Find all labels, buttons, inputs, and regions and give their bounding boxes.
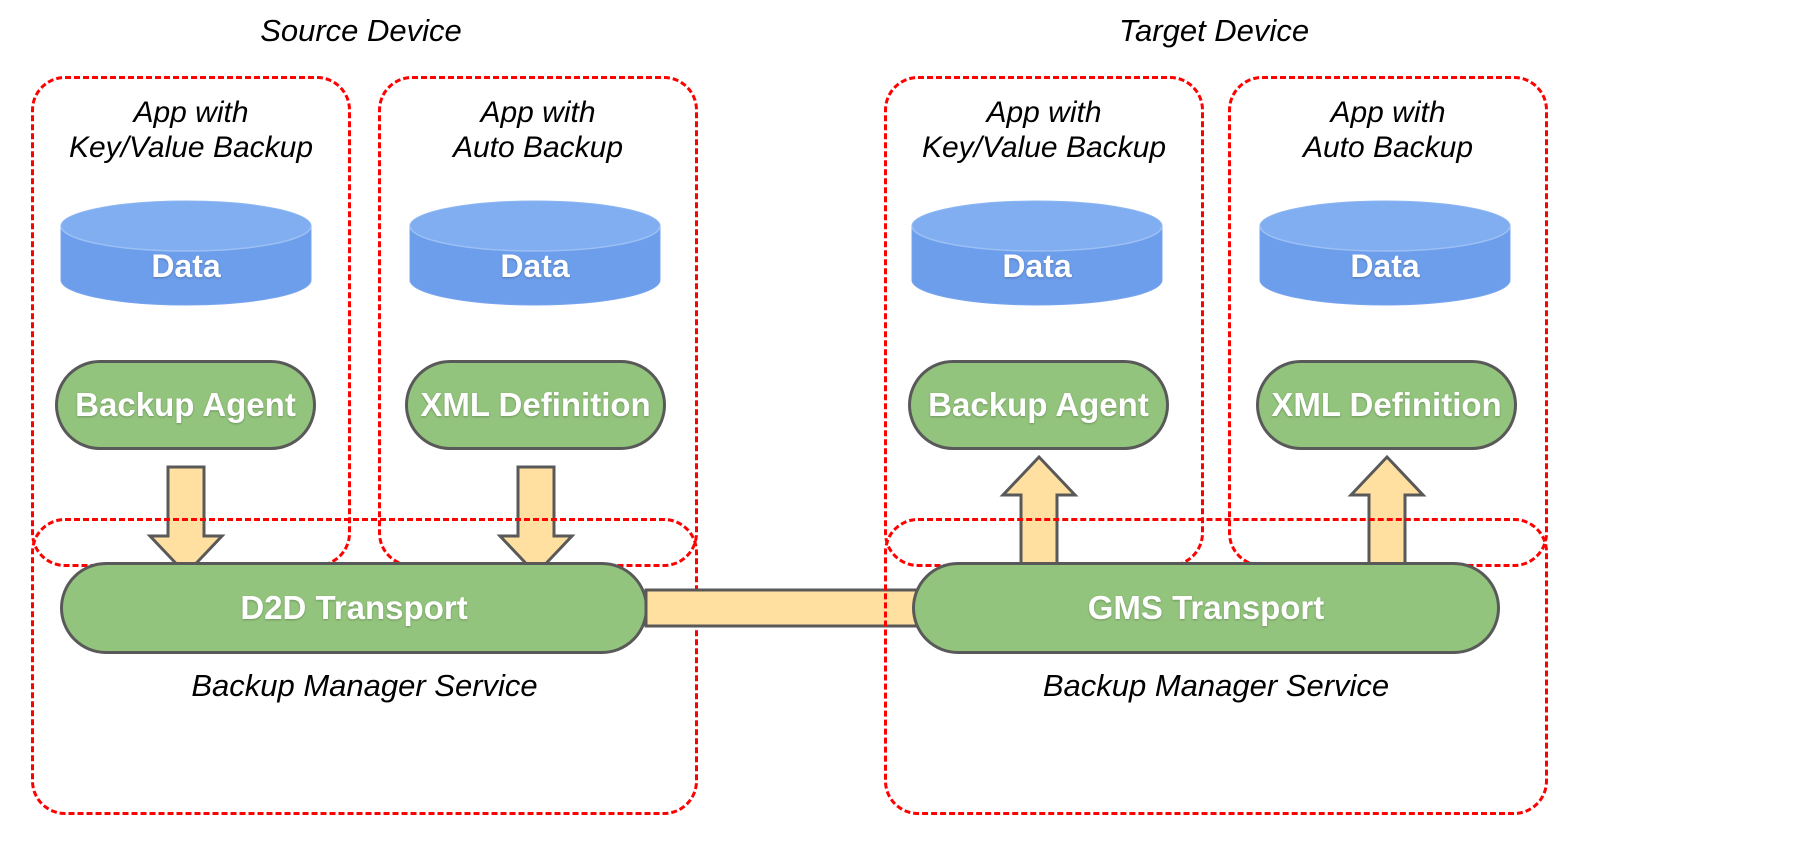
d2d-transport-label: D2D Transport — [240, 589, 468, 626]
target-backup-manager-service-container — [884, 518, 1548, 815]
source-app-autobackup-data-label: Data — [500, 248, 570, 284]
target-app-autobackup-component-label: XML Definition — [1271, 386, 1502, 423]
target-backup-manager-service-label: Backup Manager Service — [1042, 668, 1390, 703]
source-backup-manager-service-container — [31, 518, 698, 815]
app-title-line2: Auto Backup — [452, 130, 624, 164]
source-app-keyvalue-title-wrap: App with Key/Value Backup — [31, 96, 351, 165]
app-title-line1: App with — [986, 96, 1102, 129]
cylinder-database-icon — [409, 200, 661, 306]
app-title-line2: Key/Value Backup — [921, 130, 1167, 164]
source-app-autobackup-component: XML Definition — [405, 360, 666, 450]
target-app-autobackup-data-cylinder: Data — [1259, 200, 1511, 306]
source-app-keyvalue-data-label: Data — [151, 248, 221, 284]
app-title-line1: App with — [133, 96, 249, 129]
target-service-label-wrap: Backup Manager Service — [884, 668, 1548, 704]
source-backup-manager-service-label: Backup Manager Service — [191, 668, 538, 703]
source-service-label-wrap: Backup Manager Service — [31, 668, 698, 704]
source-app-keyvalue-title: App with Key/Value Backup — [31, 96, 351, 165]
source-app-autobackup-data-cylinder: Data — [409, 200, 661, 306]
target-app-keyvalue-component: Backup Agent — [908, 360, 1169, 450]
app-title-line1: App with — [480, 96, 596, 129]
app-title-line1: App with — [1330, 96, 1446, 129]
source-app-autobackup-title: App with Auto Backup — [378, 96, 698, 165]
source-app-keyvalue-component-label: Backup Agent — [75, 386, 296, 423]
source-device-title: Source Device — [260, 13, 462, 48]
target-device-title: Target Device — [1118, 13, 1310, 48]
target-app-autobackup-data-label: Data — [1350, 248, 1420, 284]
target-app-keyvalue-data-label: Data — [1002, 248, 1072, 284]
d2d-transport-pill: D2D Transport — [60, 562, 648, 654]
source-app-keyvalue-component: Backup Agent — [55, 360, 316, 450]
target-app-keyvalue-title: App with Key/Value Backup — [884, 96, 1204, 165]
target-app-autobackup-title-wrap: App with Auto Backup — [1228, 96, 1548, 165]
target-app-autobackup-component: XML Definition — [1256, 360, 1517, 450]
target-app-keyvalue-title-wrap: App with Key/Value Backup — [884, 96, 1204, 165]
gms-transport-label: GMS Transport — [1087, 589, 1325, 626]
target-app-autobackup-title: App with Auto Backup — [1228, 96, 1548, 165]
source-app-autobackup-title-wrap: App with Auto Backup — [378, 96, 698, 165]
cylinder-database-icon — [60, 200, 312, 306]
cylinder-database-icon — [1259, 200, 1511, 306]
source-app-autobackup-component-label: XML Definition — [420, 386, 651, 423]
gms-transport-pill: GMS Transport — [912, 562, 1500, 654]
target-app-keyvalue-component-label: Backup Agent — [928, 386, 1149, 423]
app-title-line2: Key/Value Backup — [68, 130, 314, 164]
app-title-line2: Auto Backup — [1302, 130, 1474, 164]
source-app-keyvalue-data-cylinder: Data — [60, 200, 312, 306]
cylinder-database-icon — [911, 200, 1163, 306]
target-app-keyvalue-data-cylinder: Data — [911, 200, 1163, 306]
